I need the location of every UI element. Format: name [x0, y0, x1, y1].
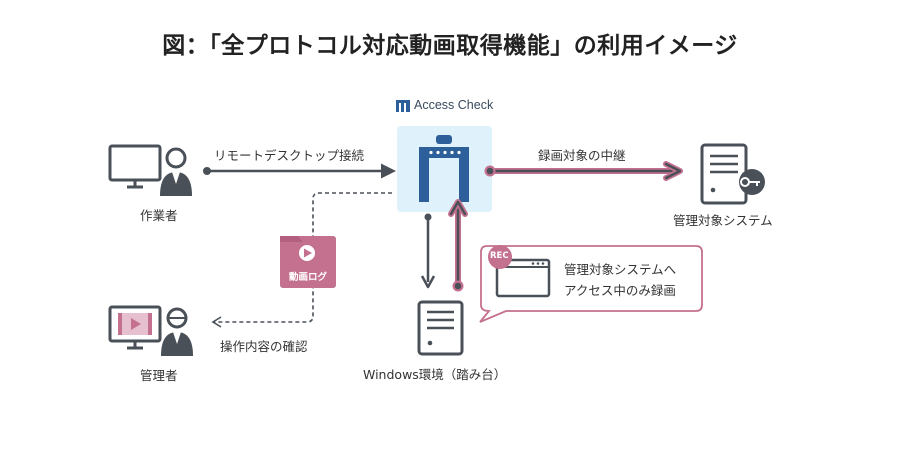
brand-name: Access Check	[414, 98, 494, 112]
key-icon	[739, 169, 765, 195]
access-check-gateway-icon	[397, 126, 492, 212]
video-log-label: 動画ログ	[289, 272, 328, 283]
recording-callout	[479, 245, 703, 323]
windows-env-label: Windows環境（踏み台）	[363, 367, 507, 382]
rec-badge-label: REC	[490, 251, 509, 261]
remote-desktop-label: リモートデスクトップ接続	[214, 148, 365, 163]
worker-person-icon	[160, 147, 192, 196]
target-system-label: 管理対象システム	[673, 213, 773, 228]
admin-person-icon	[161, 307, 193, 356]
worker-label: 作業者	[140, 208, 178, 223]
relay-recording-label: 録画対象の中継	[538, 148, 626, 163]
callout-line-1: 管理対象システムへ	[564, 262, 677, 277]
windows-server-icon	[417, 300, 464, 356]
rec-badge-icon	[488, 245, 512, 269]
windows-to-gateway-arrow	[448, 199, 468, 292]
diagram-title: 図：「全プロトコル対応動画取得機能」の利用イメージ	[162, 33, 738, 59]
admin-video-monitor-icon	[108, 305, 162, 350]
relay-recording-arrow	[484, 161, 683, 181]
target-server-icon	[700, 143, 748, 205]
video-log-folder-icon	[280, 236, 336, 288]
gateway-to-windows-arrow	[420, 213, 436, 289]
worker-monitor-icon	[108, 144, 162, 189]
access-check-logo-icon	[396, 100, 410, 112]
remote-desktop-arrow	[203, 163, 396, 179]
review-label: 操作内容の確認	[220, 339, 308, 354]
callout-line-2: アクセス中のみ録画	[564, 283, 676, 298]
callout-text: 管理対象システムへ アクセス中のみ録画	[564, 259, 676, 301]
admin-label: 管理者	[140, 368, 178, 383]
